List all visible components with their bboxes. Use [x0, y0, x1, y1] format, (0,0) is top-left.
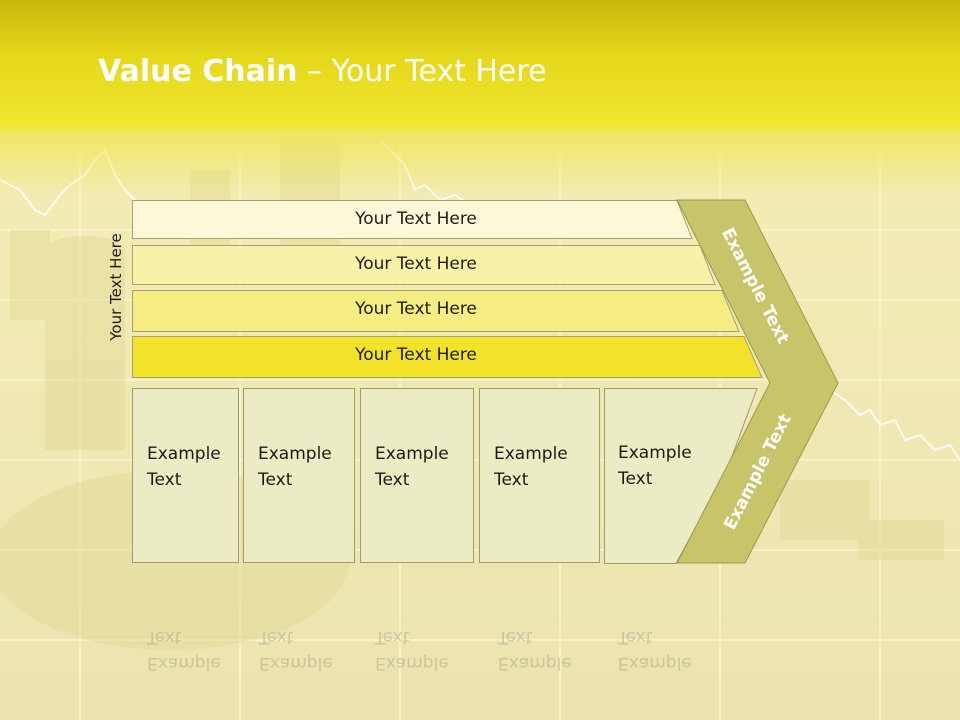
support-row-3-label: Your Text Here: [355, 299, 477, 319]
primary-box-2: Example Text: [243, 388, 355, 563]
primary-box-3-label: Example Text: [375, 444, 449, 490]
support-row-4-label: Your Text Here: [355, 345, 477, 365]
title-rest: – Your Text Here: [297, 54, 547, 89]
header-fade: [0, 126, 960, 196]
primary-box-1: Example Text: [132, 388, 239, 563]
primary-box-4: Example Text: [479, 388, 600, 563]
title-bold: Value Chain: [98, 54, 298, 89]
slide-title: Value Chain – Your Text Here: [98, 54, 547, 89]
primary-box-2-label: Example Text: [258, 444, 332, 490]
primary-box-1-label: Example Text: [147, 444, 221, 490]
primary-box-3: Example Text: [360, 388, 474, 563]
primary-box-5-label: Example Text: [618, 443, 692, 489]
support-row-2-label: Your Text Here: [355, 254, 477, 274]
primary-box-4-label: Example Text: [494, 444, 568, 490]
support-row-1-label: Your Text Here: [355, 209, 477, 229]
side-label: Your Text Here: [107, 233, 125, 341]
primary-box-5: Example Text: [604, 388, 704, 563]
header-band: [0, 0, 960, 132]
